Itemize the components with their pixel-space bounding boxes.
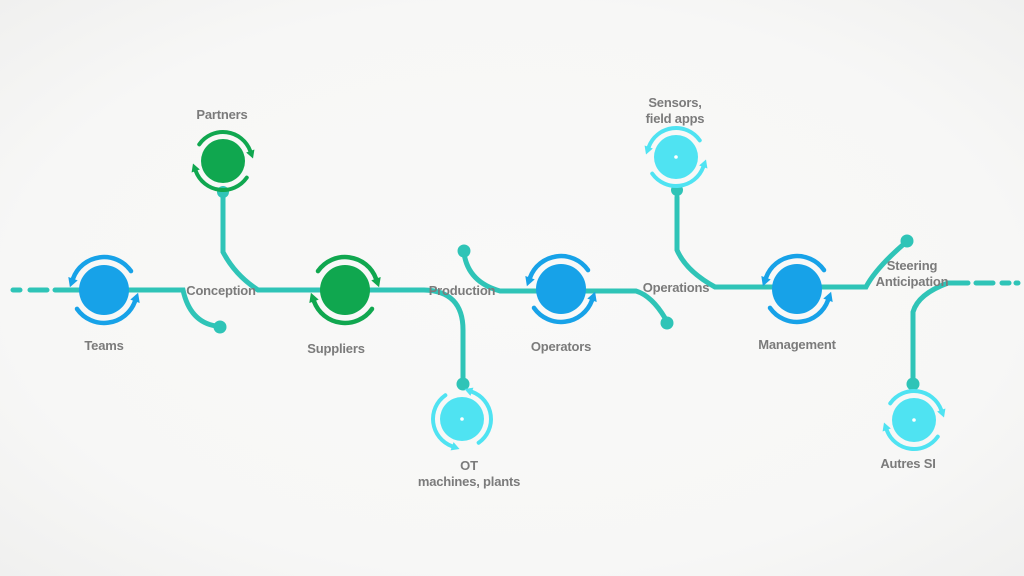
production-stub-dot (457, 244, 471, 258)
conception-stub-dot (213, 320, 227, 334)
sensors-label-line1: Sensors, (648, 95, 702, 110)
suppliers-label: Suppliers (307, 341, 365, 356)
partners-label: Partners (196, 107, 248, 122)
ot-center-dot (460, 417, 464, 421)
operators-sync-circle-icon (525, 256, 596, 322)
partners-sync-circle-icon (189, 130, 257, 192)
partners-suppliers-segment-line (220, 194, 466, 381)
sensors-label: Sensors, field apps (646, 95, 705, 127)
ot-label-line1: OT (460, 458, 478, 473)
teams-label: Teams (84, 338, 124, 353)
conception-phase-label: Conception (186, 283, 256, 298)
operations-phase-label: Operations (642, 280, 710, 295)
teams-sync-circle-icon (68, 257, 139, 323)
autres-si-segment-line (910, 280, 971, 382)
ot-label: OT machines, plants (418, 458, 520, 490)
steering-phase-line1: Steering (886, 258, 938, 273)
ot-connector-dot (456, 377, 470, 391)
steering-stub-dot (900, 234, 914, 248)
steering-anticipation-phase-label: Steering Anticipation (876, 258, 949, 290)
autres-si-connector-dot (906, 377, 920, 391)
steering-phase-line2: Anticipation (875, 274, 949, 289)
operations-stub-dot (660, 316, 674, 330)
management-sync-circle-icon (761, 256, 832, 322)
autres-si-label: Autres SI (880, 456, 936, 471)
operators-label: Operators (530, 339, 592, 354)
management-label: Management (758, 337, 836, 352)
production-phase-label: Production (428, 283, 496, 298)
sensors-management-segment-line (674, 194, 908, 290)
autres-si-center-dot (912, 418, 916, 422)
sensors-center-dot (674, 155, 678, 159)
sensors-label-line2: field apps (645, 111, 705, 126)
suppliers-sync-circle-icon (309, 257, 380, 323)
ot-label-line2: machines, plants (417, 474, 521, 489)
teams-segment-line (52, 287, 219, 329)
